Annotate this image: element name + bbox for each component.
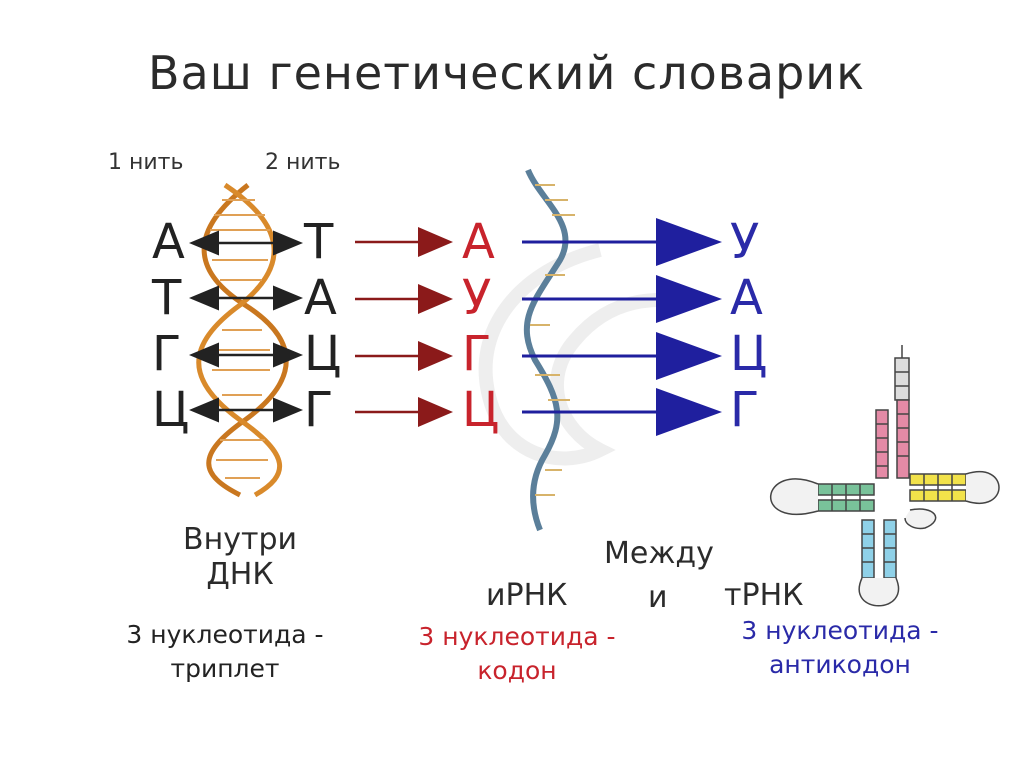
mrna-base-3: Г: [462, 326, 492, 382]
pair-arrows: [189, 230, 303, 423]
irna-caption: иРНК: [486, 578, 568, 613]
trna-base-2: А: [730, 270, 763, 326]
transcription-arrows: [355, 227, 453, 427]
anticodon-line-2: антикодон: [769, 650, 911, 679]
watermark: [478, 243, 661, 466]
triplet-line-2: триплет: [170, 654, 280, 683]
codon-description: 3 нуклеотида - кодон: [382, 620, 652, 688]
dna-right-base-2: А: [304, 270, 337, 326]
inside-line-1: Внутри: [183, 522, 297, 557]
trna-caption: тРНК: [724, 578, 804, 613]
dna-left-base-3: Г: [152, 326, 182, 382]
mrna-base-4: Ц: [462, 382, 500, 438]
codon-line-2: кодон: [477, 656, 557, 685]
codon-line-1: 3 нуклеотида -: [418, 622, 616, 651]
mrna-base-1: А: [462, 214, 495, 270]
dna-left-base-1: А: [152, 214, 185, 270]
dna-left-base-4: Ц: [152, 382, 190, 438]
mrna-base-2: У: [462, 270, 492, 326]
translation-arrows: [522, 218, 722, 436]
trna-base-3: Ц: [730, 326, 768, 382]
strand-1-label: 1 нить: [108, 150, 184, 175]
anticodon-line-1: 3 нуклеотида -: [741, 616, 939, 645]
dna-helix: [196, 182, 289, 498]
strand-2-label: 2 нить: [265, 150, 341, 175]
anticodon-description: 3 нуклеотида - антикодон: [700, 614, 980, 682]
dna-right-base-1: Т: [304, 214, 334, 270]
inside-line-2: ДНК: [206, 557, 274, 592]
inside-caption: Внутри ДНК: [160, 522, 320, 592]
dna-right-base-3: Ц: [304, 326, 342, 382]
trna-base-4: Г: [730, 382, 760, 438]
dna-left-base-2: Т: [152, 270, 182, 326]
trna-cloverleaf: [769, 345, 1000, 607]
trna-base-1: У: [730, 214, 760, 270]
dna-right-base-4: Г: [304, 382, 334, 438]
between-caption: Между: [604, 536, 714, 571]
rna-helix: [523, 168, 575, 532]
triplet-line-1: 3 нуклеотида -: [126, 620, 324, 649]
page-title: Ваш генетический словарик: [148, 46, 865, 100]
triplet-description: 3 нуклеотида - триплет: [90, 618, 360, 686]
and-caption: и: [648, 580, 668, 615]
